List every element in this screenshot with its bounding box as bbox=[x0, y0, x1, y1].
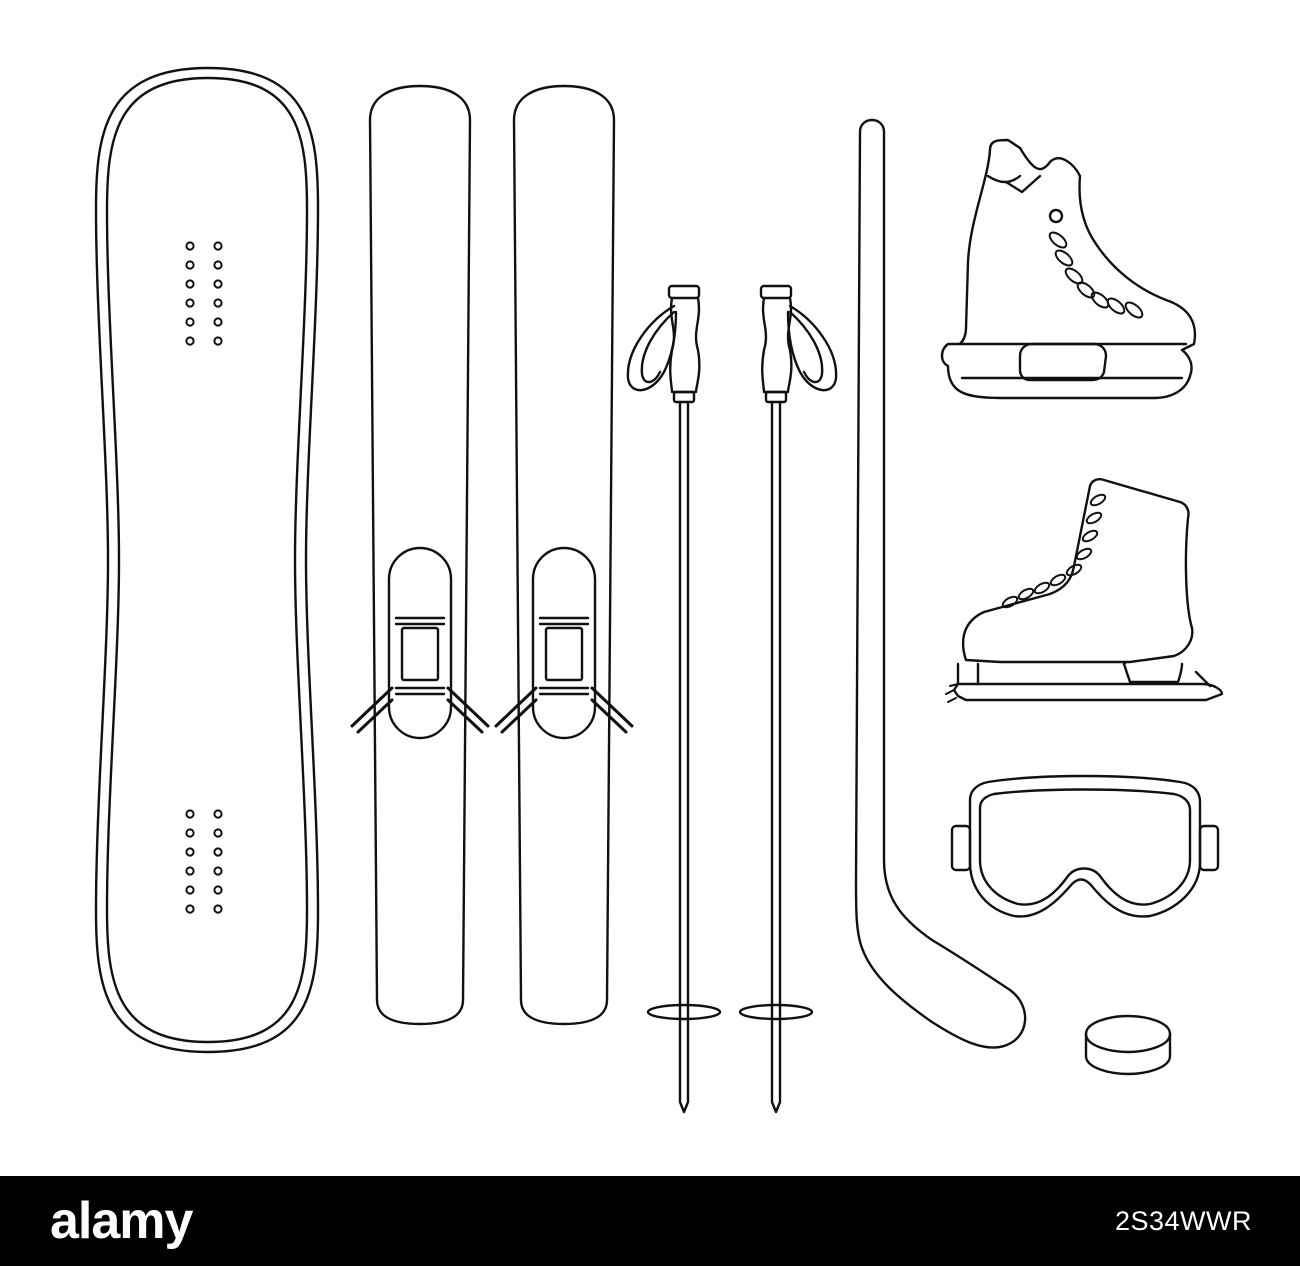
binding-hole bbox=[185, 828, 195, 838]
lace-loop bbox=[1065, 563, 1083, 577]
ski-icon bbox=[494, 84, 634, 1026]
binding-hole bbox=[213, 298, 223, 308]
binding-hole bbox=[213, 336, 223, 346]
ski-pole-icon bbox=[738, 284, 838, 1114]
lace-loop bbox=[1054, 249, 1074, 267]
binding-hole bbox=[213, 828, 223, 838]
binding-hole bbox=[213, 279, 223, 289]
snowboard-icon bbox=[94, 66, 320, 1054]
binding-hole bbox=[185, 317, 195, 327]
binding-hole bbox=[213, 260, 223, 270]
binding-hole bbox=[185, 866, 195, 876]
binding-hole bbox=[213, 904, 223, 914]
binding-hole bbox=[185, 241, 195, 251]
lace-loop bbox=[1124, 301, 1144, 319]
brand-logo: alamy bbox=[50, 1192, 193, 1250]
lace-loop bbox=[1001, 595, 1019, 609]
lace-loop bbox=[1085, 511, 1103, 525]
binding-hole bbox=[185, 885, 195, 895]
puck-icon bbox=[1084, 1014, 1172, 1076]
lace-loop bbox=[1106, 297, 1126, 315]
lace-loop bbox=[1075, 547, 1093, 561]
binding-hole bbox=[185, 279, 195, 289]
ski-pole-icon bbox=[626, 284, 722, 1114]
binding-hole bbox=[213, 866, 223, 876]
binding-hole bbox=[213, 847, 223, 857]
binding-hole bbox=[185, 260, 195, 270]
lace-loop bbox=[1081, 529, 1099, 543]
binding-hole bbox=[185, 904, 195, 914]
image-id: 2S34WWR bbox=[1114, 1205, 1252, 1236]
lace-loop bbox=[1090, 291, 1110, 309]
hockey-skate-icon bbox=[940, 138, 1197, 400]
binding-hole bbox=[185, 298, 195, 308]
winter-sports-illustration bbox=[94, 66, 1224, 1114]
goggles-icon bbox=[950, 774, 1220, 918]
binding-hole bbox=[213, 809, 223, 819]
binding-hole bbox=[185, 336, 195, 346]
lace-loop bbox=[1017, 587, 1035, 601]
figure-skate-icon bbox=[945, 478, 1224, 703]
lace-loop bbox=[1049, 573, 1067, 587]
binding-hole bbox=[213, 317, 223, 327]
hockey-stick-icon bbox=[854, 118, 1027, 1049]
binding-hole bbox=[185, 847, 195, 857]
lace-loop bbox=[1089, 493, 1107, 507]
lace-loop bbox=[1033, 581, 1051, 595]
lace-loop bbox=[1076, 281, 1096, 299]
binding-hole bbox=[213, 241, 223, 251]
binding-hole bbox=[185, 809, 195, 819]
footer-bar: alamy 2S34WWR bbox=[0, 1176, 1300, 1266]
binding-hole bbox=[213, 885, 223, 895]
lace-loop bbox=[1048, 231, 1068, 249]
ski-icon bbox=[350, 84, 490, 1026]
